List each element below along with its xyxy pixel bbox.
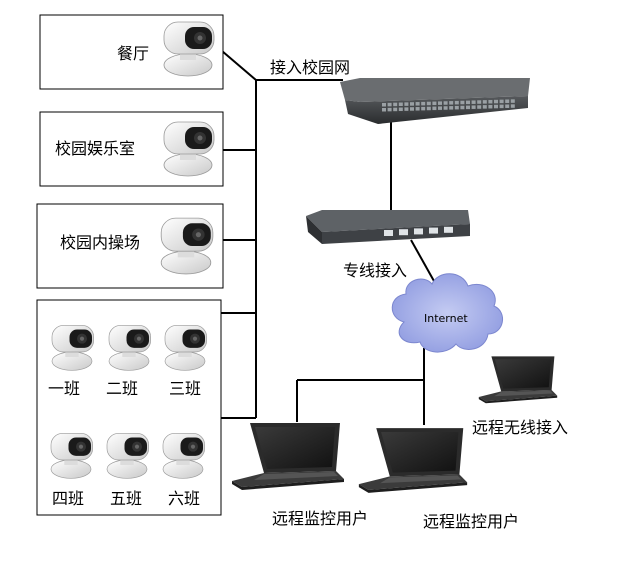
switch-port xyxy=(387,107,392,112)
router-port xyxy=(384,230,393,236)
camera-icon xyxy=(51,324,95,371)
switch-port xyxy=(432,101,437,106)
router-icon xyxy=(306,210,470,244)
laptop-icon xyxy=(358,428,468,493)
switch-port xyxy=(387,102,392,107)
switch-port xyxy=(443,101,448,105)
router-port xyxy=(444,226,453,233)
camera-icon xyxy=(162,432,206,479)
camera-icon xyxy=(108,324,152,371)
switch-port xyxy=(454,105,459,110)
camera-icon xyxy=(163,121,215,177)
class-label-5: 五班 xyxy=(110,489,142,508)
recreation-room-label: 校园娱乐室 xyxy=(55,139,135,158)
switch-port xyxy=(443,106,448,110)
switch-port xyxy=(432,106,437,111)
playground-label: 校园内操场 xyxy=(60,233,140,252)
dedicated-line-label: 专线接入 xyxy=(343,261,407,280)
switch-port xyxy=(477,100,482,104)
network-switch-icon xyxy=(340,78,530,124)
remote-user-label-1: 远程监控用户 xyxy=(272,509,368,528)
switch-port xyxy=(494,99,498,104)
campus-network-label: 接入校园网 xyxy=(270,58,350,77)
switch-port xyxy=(505,99,510,103)
switch-port xyxy=(488,104,493,109)
camera-icon xyxy=(160,217,214,275)
router-port xyxy=(429,227,438,234)
restaurant-label: 餐厅 xyxy=(117,44,149,63)
switch-port xyxy=(454,100,459,105)
switch-port xyxy=(460,100,465,105)
internet-label: Internet xyxy=(424,312,468,325)
switch-port xyxy=(510,99,515,103)
switch-port xyxy=(466,105,470,110)
class-label-4: 四班 xyxy=(52,489,84,508)
switch-port xyxy=(421,101,426,106)
switch-port xyxy=(449,101,454,105)
switch-port xyxy=(393,107,398,112)
switch-port xyxy=(477,105,482,109)
switch-port xyxy=(415,102,420,106)
switch-port xyxy=(398,102,403,107)
switch-port xyxy=(421,106,426,111)
switch-port xyxy=(482,100,487,104)
switch-port xyxy=(382,103,386,107)
switch-port xyxy=(488,99,493,104)
switch-port xyxy=(510,104,515,108)
switch-port xyxy=(398,107,403,112)
switch-port xyxy=(438,101,442,105)
switch-port xyxy=(460,105,465,110)
camera-icon xyxy=(163,21,215,77)
laptop-icon xyxy=(478,356,558,404)
switch-port xyxy=(415,107,420,111)
camera-icon xyxy=(50,432,94,479)
switch-port xyxy=(410,107,414,111)
switch-port xyxy=(382,108,386,112)
switch-port xyxy=(494,104,498,109)
switch-port xyxy=(404,102,409,106)
internet-cloud-icon xyxy=(391,273,503,353)
switch-port xyxy=(471,105,476,109)
switch-port xyxy=(471,100,476,104)
switch-port xyxy=(426,101,431,106)
router-port xyxy=(414,228,423,235)
remote-user-label-2: 远程监控用户 xyxy=(423,512,519,531)
camera-icon xyxy=(164,324,208,371)
router-port xyxy=(399,229,408,236)
switch-port xyxy=(410,102,414,106)
camera-icon xyxy=(106,432,150,479)
class-label-1: 一班 xyxy=(48,379,80,398)
class-label-2: 二班 xyxy=(106,379,138,398)
switch-port xyxy=(505,104,510,108)
switch-port xyxy=(438,106,442,110)
wireless-access-label: 远程无线接入 xyxy=(472,418,568,437)
switch-port xyxy=(426,106,431,111)
switch-port xyxy=(393,102,398,107)
laptop-icon xyxy=(232,423,344,490)
switch-port xyxy=(466,100,470,105)
switch-port xyxy=(449,106,454,110)
switch-port xyxy=(499,104,504,109)
switch-port xyxy=(404,107,409,111)
class-label-6: 六班 xyxy=(168,489,200,508)
switch-port xyxy=(499,99,504,104)
switch-port xyxy=(482,105,487,109)
class-label-3: 三班 xyxy=(169,379,201,398)
